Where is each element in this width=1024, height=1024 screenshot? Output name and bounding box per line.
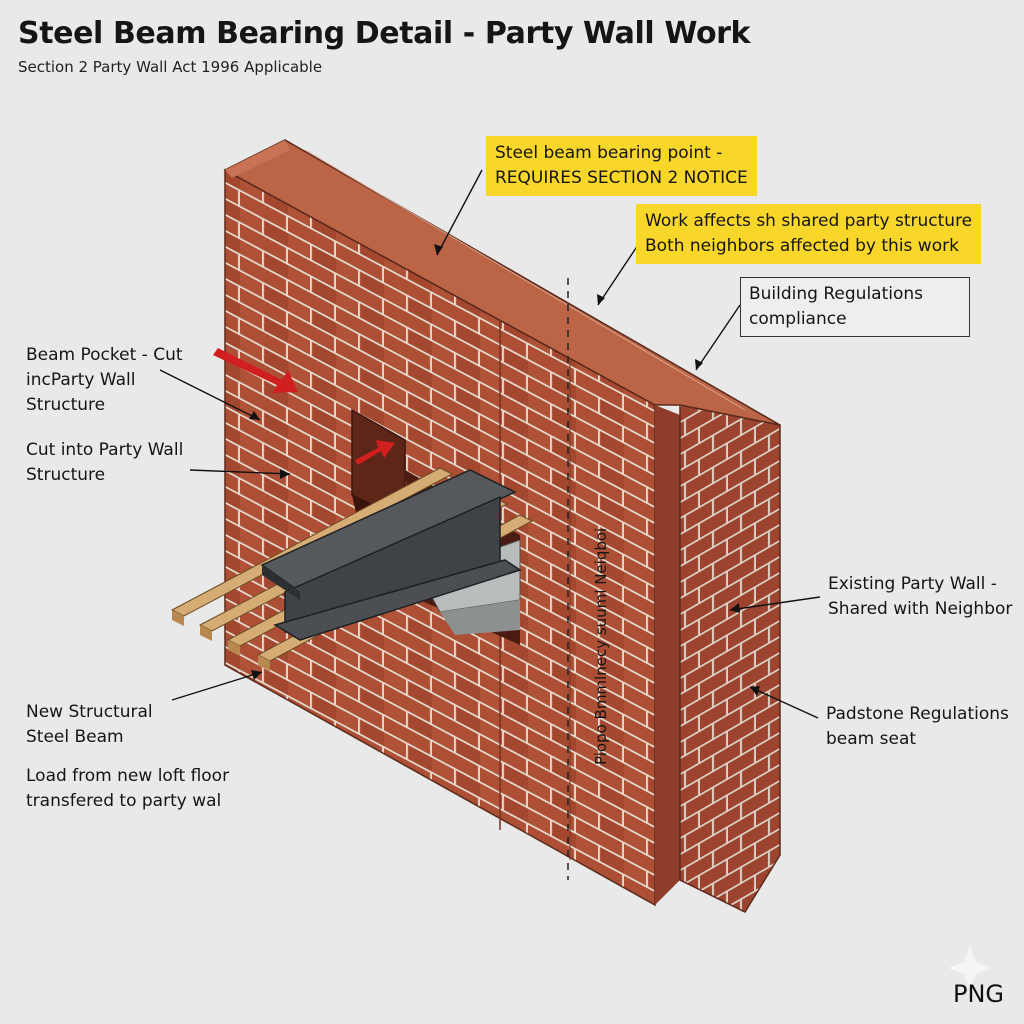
callout-building-regs: Building Regulations compliance	[740, 277, 970, 337]
callout-new-beam: New Structural Steel Beam	[26, 702, 153, 747]
steel-beam-bottom-flange	[273, 559, 522, 641]
red-arrow-icon	[213, 348, 395, 465]
party-wall-end-face	[679, 404, 781, 913]
callout-existing-wall: Existing Party Wall - Shared with Neighb…	[828, 574, 1013, 619]
callout-padstone: Padstone Regulations beam seat	[826, 704, 1009, 749]
steel-beam-top-flange	[260, 469, 517, 593]
callout-cut-into: Cut into Party Wall Structure	[26, 440, 184, 485]
page-title: Steel Beam Bearing Detail - Party Wall W…	[18, 16, 751, 51]
callout-shared-structure: Work affects sh shared party structure B…	[636, 204, 982, 264]
callout-load: Load from new loft floor transfered to p…	[26, 766, 230, 811]
callout-bearing-point: Steel beam bearing point - REQUIRES SECT…	[486, 136, 757, 196]
boundary-label: Piopo Bmmlnecy suuml Neiqboi	[592, 528, 610, 765]
page-subtitle: Section 2 Party Wall Act 1996 Applicable	[18, 58, 323, 76]
party-wall-inner-leaf	[655, 405, 680, 905]
watermark: PNG	[952, 980, 1004, 1008]
sparkle-icon	[948, 946, 992, 990]
callout-beam-pocket: Beam Pocket - Cut incParty Wall Structur…	[26, 345, 183, 415]
